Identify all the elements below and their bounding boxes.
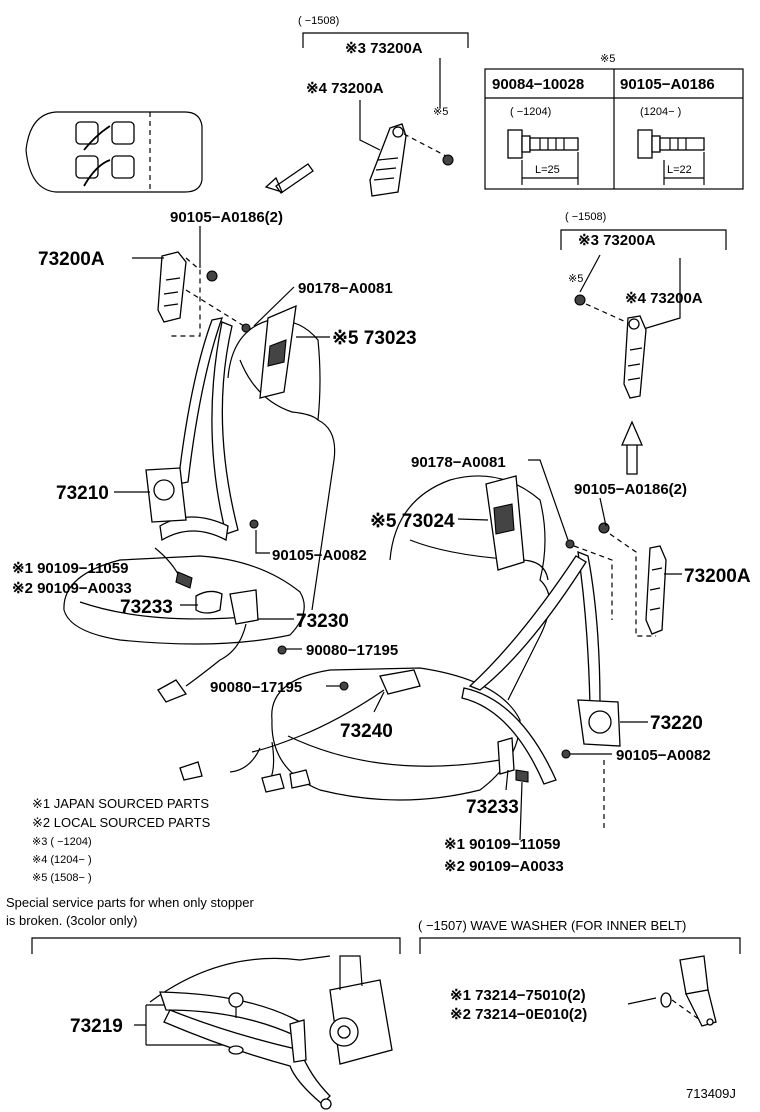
- left-floor-bolt-icon: [175, 571, 193, 589]
- right-cover-small-label: 73233: [466, 797, 519, 818]
- washer-panel: ( −1507) WAVE WASHER (FOR INNER BELT) ※1…: [418, 918, 741, 1027]
- right-bolt-lower-label: 90105−A0082: [616, 747, 711, 764]
- bolt-table-marker: ※5: [600, 53, 615, 65]
- top-ref4-label: ※4 73200A: [306, 80, 384, 97]
- center-buckle-group: [179, 669, 421, 793]
- right-upper-anchor-icon: [623, 315, 647, 399]
- bolt-col2-range: (1204− ): [640, 106, 681, 118]
- stopper-part-label: 73219: [70, 1016, 123, 1037]
- right-ref3-label: ※3 73200A: [578, 232, 656, 249]
- right-seat: [271, 475, 667, 830]
- washer-buckle-icon: [679, 955, 709, 995]
- right-anchor-label: 73200A: [684, 566, 751, 587]
- bolt-col1-length: L=25: [535, 164, 560, 176]
- right-nut-icon: [565, 539, 575, 549]
- legend-item-2: ※2 LOCAL SOURCED PARTS: [32, 815, 211, 830]
- stopper-icon: [228, 992, 244, 1008]
- bolt-col1-icon: [507, 129, 579, 185]
- stopper-panel: 73219: [31, 937, 401, 1110]
- center-screw-label: 90080−17195: [210, 679, 302, 696]
- center-buckle-label: 73240: [340, 721, 393, 742]
- left-anchor-label: 73200A: [38, 249, 105, 270]
- right-cover-label: ※5 73024: [370, 511, 455, 532]
- wave-washer-icon: [660, 992, 672, 1008]
- right-bolt-lower-icon: [561, 749, 571, 759]
- right-upper-anchor-group: ( −1508) ※3 73200A ※5 ※4 73200A: [560, 211, 727, 475]
- right-range-label: ( −1508): [565, 211, 606, 223]
- legend: ※1 JAPAN SOURCED PARTS ※2 LOCAL SOURCED …: [6, 796, 255, 928]
- right-bracket-line: [560, 229, 727, 250]
- top-bracket-line: [302, 32, 469, 48]
- right-floor-bolt-icon: [515, 769, 529, 783]
- left-cover-small-icon: [195, 590, 223, 614]
- bolt-col1-part: 90084−10028: [492, 76, 584, 93]
- legend-item-3: ※3 ( −1204): [32, 836, 92, 848]
- stopper-note-line2: is broken. (3color only): [6, 913, 138, 928]
- left-bolt-floor-2-label: ※2 90109−A0033: [12, 580, 132, 597]
- left-screw-icon: [277, 645, 287, 655]
- right-bolt-floor-1-label: ※1 90109−11059: [444, 836, 560, 853]
- right-nut-label: 90178−A0081: [411, 454, 506, 471]
- washer-part-2: ※2 73214−0E010(2): [450, 1006, 587, 1023]
- top-leader-2: [359, 100, 381, 151]
- left-bolt-lower-icon: [249, 519, 259, 529]
- right-cover-small-icon: [497, 737, 515, 775]
- right-arrow-icon: [621, 420, 643, 475]
- top-range-label: ( −1508): [298, 15, 339, 27]
- left-screw-label: 90080−17195: [306, 642, 398, 659]
- left-bolt-floor-1-label: ※1 90109−11059: [12, 560, 128, 577]
- right-anchor-icon: [645, 545, 667, 635]
- right-leaders: [457, 459, 682, 841]
- left-anchor-icon: [157, 251, 187, 323]
- left-bolt-top-icon: [206, 270, 218, 282]
- left-seat: [63, 251, 336, 703]
- figure-id: 713409J: [686, 1086, 736, 1101]
- right-retractor-label: 73220: [650, 713, 703, 734]
- bolt-col2-part: 90105−A0186: [620, 76, 715, 93]
- left-nut-icon: [241, 323, 251, 333]
- car-inset: [25, 111, 203, 193]
- right-bolt-top-icon: [598, 522, 610, 534]
- center-screw-icon: [339, 681, 349, 691]
- right-ref5-label: ※5: [568, 273, 583, 285]
- top-ref5-label: ※5: [433, 106, 448, 118]
- left-retractor-label: 73210: [56, 483, 109, 504]
- part-labels: 90105−A0186(2) 73200A 90178−A0081 ※5 730…: [12, 209, 751, 875]
- bolt-col1-range: ( −1204): [510, 106, 551, 118]
- washer-note: ( −1507) WAVE WASHER (FOR INNER BELT): [418, 918, 686, 933]
- stopper-note-line1: Special service parts for when only stop…: [6, 895, 255, 910]
- right-ref4-label: ※4 73200A: [625, 290, 703, 307]
- left-cover-small-label: 73233: [120, 597, 173, 618]
- right-bolt-floor-2-label: ※2 90109−A0033: [444, 858, 564, 875]
- top-bolt-icon: [442, 154, 454, 166]
- bolt-col2-icon: [637, 129, 705, 185]
- legend-item-4: ※4 (1204− ): [32, 854, 92, 866]
- bolt-table: ※5 90084−10028 90105−A0186 ( −1204) (120…: [484, 53, 744, 190]
- center-buckle-icon: [379, 669, 421, 695]
- left-bolt-top-label: 90105−A0186(2): [170, 209, 283, 226]
- legend-item-1: ※1 JAPAN SOURCED PARTS: [32, 796, 209, 811]
- legend-item-5: ※5 (1508− ): [32, 872, 92, 884]
- left-leaders: [114, 226, 330, 650]
- stopper-washer-icon: [228, 1045, 244, 1055]
- right-bolt-top-label: 90105−A0186(2): [574, 481, 687, 498]
- left-nut-label: 90178−A0081: [298, 280, 393, 297]
- bolt-col2-length: L=22: [667, 164, 692, 176]
- washer-part-1: ※1 73214−75010(2): [450, 987, 586, 1004]
- top-arrow-icon: [264, 163, 314, 194]
- left-buckle-icon: [229, 589, 259, 625]
- left-bolt-lower-label: 90105−A0082: [272, 547, 367, 564]
- left-cover-label: ※5 73023: [332, 328, 417, 349]
- top-ref3-label: ※3 73200A: [345, 40, 423, 57]
- top-center-group: ( −1508) ※3 73200A ※4 73200A ※5: [264, 15, 469, 197]
- left-buckle-label: 73230: [296, 611, 349, 632]
- top-anchor-part: [369, 123, 454, 197]
